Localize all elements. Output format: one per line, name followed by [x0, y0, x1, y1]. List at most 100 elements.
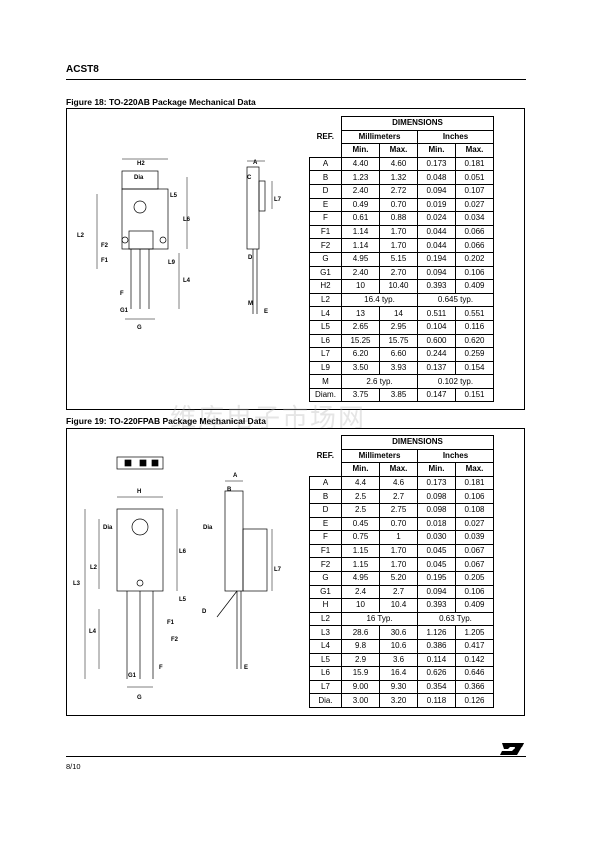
label-f1: F1 [101, 258, 109, 264]
value-cell: 0.70 [379, 197, 418, 213]
value-cell: 0.354 [417, 679, 456, 695]
value-cell: 0.114 [417, 652, 456, 668]
value-cell: 1.23 [341, 170, 380, 185]
mm-min-header: Min. [341, 143, 380, 158]
value-cell: 2.70 [379, 265, 418, 281]
ref-cell: B [309, 170, 342, 185]
value-cell: 3.00 [341, 693, 380, 708]
ref-cell: F2 [309, 557, 342, 572]
dimensions-header: DIMENSIONS [341, 435, 494, 450]
footer-rule [66, 756, 526, 757]
to220ab-drawing [96, 158, 273, 320]
value-cell: 0.620 [455, 333, 494, 349]
value-cell: 15.9 [341, 666, 380, 681]
value-cell: 15.25 [341, 333, 380, 349]
millimeters-header: Millimeters [341, 448, 418, 464]
value-cell: 1.70 [379, 224, 418, 240]
label-l3: L3 [73, 581, 81, 587]
value-cell: 0.393 [417, 598, 456, 613]
label-f1: F1 [167, 620, 175, 626]
value-cell: 0.181 [455, 475, 494, 491]
value-cell: 0.027 [455, 197, 494, 213]
st-logo [498, 741, 526, 762]
value-cell: 15.75 [379, 333, 418, 349]
value-cell: 2.5 [341, 502, 380, 518]
value-cell: 0.094 [417, 584, 456, 600]
value-cell: 0.366 [455, 679, 494, 695]
value-cell: 2.4 [341, 584, 380, 600]
value-cell: 0.151 [455, 387, 494, 403]
dimensions-table-to220ab: REF. DIMENSIONS Millimeters Inches Min. … [309, 116, 494, 403]
value-cell: 1.70 [379, 238, 418, 253]
label-f2: F2 [171, 637, 179, 643]
value-cell: 1.14 [341, 224, 380, 240]
value-cell: 0.205 [455, 570, 494, 586]
label-h2: H2 [137, 161, 145, 167]
ref-cell: L9 [309, 360, 342, 376]
value-cell: 10 [341, 598, 380, 613]
ref-cell: L5 [309, 319, 342, 335]
inches-header: Inches [417, 129, 494, 145]
ref-cell: L4 [309, 638, 342, 654]
value-cell: 0.244 [417, 347, 456, 362]
label-e: E [264, 309, 268, 315]
value-cell: 0.039 [455, 530, 494, 545]
value-cell: 0.645 typ. [417, 292, 494, 308]
value-cell: 2.65 [341, 319, 380, 335]
inches-header: Inches [417, 448, 494, 464]
value-cell: 1.15 [341, 557, 380, 572]
value-cell: 0.102 typ. [417, 374, 494, 389]
value-cell: 0.49 [341, 197, 380, 213]
value-cell: 0.044 [417, 224, 456, 240]
ref-cell: E [309, 197, 342, 213]
mm-min-header: Min. [341, 462, 380, 477]
label-g: G [137, 695, 142, 701]
millimeters-header: Millimeters [341, 129, 418, 145]
value-cell: 0.600 [417, 333, 456, 349]
value-cell: 0.194 [417, 251, 456, 267]
label-b: B [227, 487, 232, 493]
value-cell: 0.108 [455, 502, 494, 518]
ref-cell: F1 [309, 543, 342, 559]
value-cell: 3.20 [379, 693, 418, 708]
value-cell: 1.205 [455, 625, 494, 640]
header-rule [66, 79, 526, 80]
value-cell: 6.20 [341, 347, 380, 362]
value-cell: 0.417 [455, 638, 494, 654]
ref-cell: F [309, 211, 342, 226]
value-cell: 0.066 [455, 238, 494, 253]
label-l9: L9 [168, 260, 176, 266]
label-l6: L6 [183, 217, 191, 223]
to220ab-labels: H2 Dia L5 L6 L2 F2 F1 L9 L4 F G1 G A C L… [77, 160, 282, 331]
value-cell: 0.098 [417, 502, 456, 518]
value-cell: 2.9 [341, 652, 380, 668]
label-l2: L2 [77, 233, 85, 239]
ref-cell: F2 [309, 238, 342, 253]
ref-cell: L6 [309, 666, 342, 681]
value-cell: 0.137 [417, 360, 456, 376]
value-cell: 2.72 [379, 183, 418, 199]
value-cell: 3.6 [379, 652, 418, 668]
value-cell: 14 [379, 306, 418, 321]
value-cell: 0.181 [455, 156, 494, 172]
value-cell: 0.409 [455, 279, 494, 294]
value-cell: 0.094 [417, 265, 456, 281]
label-g1: G1 [128, 673, 137, 679]
label-a: A [233, 473, 238, 479]
value-cell: 0.118 [417, 693, 456, 708]
value-cell: 9.00 [341, 679, 380, 695]
value-cell: 0.88 [379, 211, 418, 226]
value-cell: 0.027 [455, 516, 494, 532]
figure-19-caption: Figure 19: TO-220FPAB Package Mechanical… [66, 416, 266, 426]
ref-cell: L7 [309, 347, 342, 362]
